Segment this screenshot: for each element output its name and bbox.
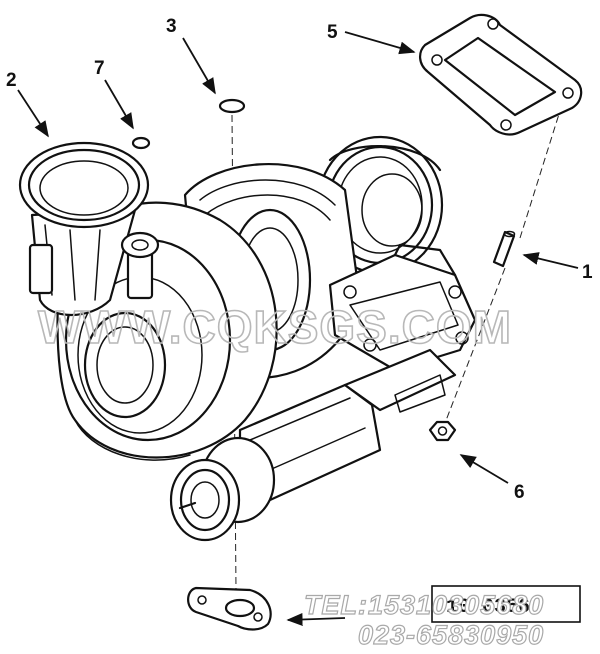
- drawing-code-box: 10 0356: [431, 585, 581, 623]
- outlet-flange: [328, 243, 477, 372]
- actuator-canister: [169, 436, 276, 542]
- watermark: WWW.CQKSGS.COM: [38, 301, 512, 353]
- part-1-dowel-pin: [492, 230, 516, 268]
- part-6-nut: [428, 420, 457, 442]
- contact-phone: 023-65830950: [358, 620, 544, 650]
- callout-7: 7: [94, 58, 105, 79]
- callout-arrows: [17, 31, 579, 626]
- callout-6: 6: [514, 482, 525, 503]
- part-5-gasket: [419, 13, 583, 136]
- contact-tel: TEL:15310305680: [304, 590, 544, 620]
- callout-3: 3: [166, 16, 177, 37]
- drain-gasket: [187, 586, 272, 631]
- callout-1: 1: [582, 262, 593, 283]
- compressor-inlet: [18, 141, 150, 317]
- drawing-code: 10 0356: [446, 596, 530, 619]
- oil-inlet-fitting: [120, 231, 160, 300]
- part-3-o-ring: [218, 98, 246, 114]
- callout-2: 2: [6, 70, 17, 91]
- callout-5: 5: [327, 22, 338, 43]
- part-7-seal: [131, 136, 151, 150]
